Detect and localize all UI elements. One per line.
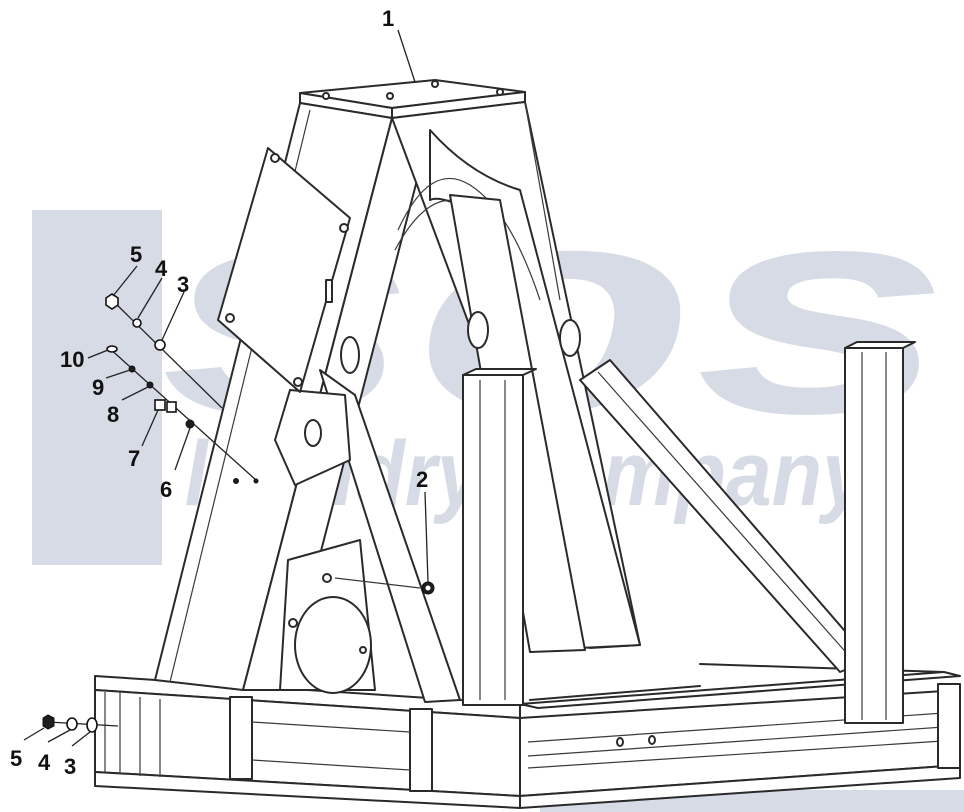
hex-nut-5-bottom-icon [42, 714, 55, 730]
fastener-end-icon [253, 478, 259, 484]
callout-6: 6 [160, 477, 172, 502]
mounting-plate [217, 147, 351, 393]
bracket-7-icon [154, 399, 166, 411]
bracket-7b-icon [166, 401, 177, 413]
callout-leaders [23, 29, 429, 747]
callout-3-bottom: 3 [64, 754, 76, 779]
hex-nut-5-icon [105, 293, 119, 310]
washer-8-icon [146, 381, 154, 389]
callout-10: 10 [60, 347, 84, 372]
hardware-bottom-group [42, 714, 119, 733]
washer-9-icon [128, 365, 136, 373]
bolt-10-icon [106, 345, 118, 353]
lock-washer-4-bottom-icon [66, 717, 78, 731]
callout-9: 9 [92, 375, 104, 400]
callout-5-bottom: 5 [10, 746, 22, 771]
vertical-posts [462, 341, 916, 724]
fastener-end-icon [233, 478, 239, 484]
callout-8: 8 [107, 402, 119, 427]
callout-labels: 1 2 5 4 3 10 9 8 7 6 5 4 3 [10, 6, 428, 779]
hardware-top-group [105, 293, 259, 484]
callout-2: 2 [416, 467, 428, 492]
watermark-tagline: the laundry company [38, 423, 871, 525]
lock-washer-4-icon [132, 318, 142, 328]
callout-4-bottom: 4 [38, 750, 51, 775]
watermark-left-block [32, 210, 162, 565]
callout-5-top: 5 [130, 242, 142, 267]
flat-washer-3-icon [154, 339, 166, 351]
hardware-part-2 [421, 581, 435, 595]
callout-7: 7 [128, 446, 140, 471]
callout-4-top: 4 [155, 256, 168, 281]
callout-3-top: 3 [177, 272, 189, 297]
flat-washer-3-bottom-icon [86, 717, 98, 733]
nut-6-icon [185, 419, 195, 429]
callout-1: 1 [382, 6, 394, 31]
